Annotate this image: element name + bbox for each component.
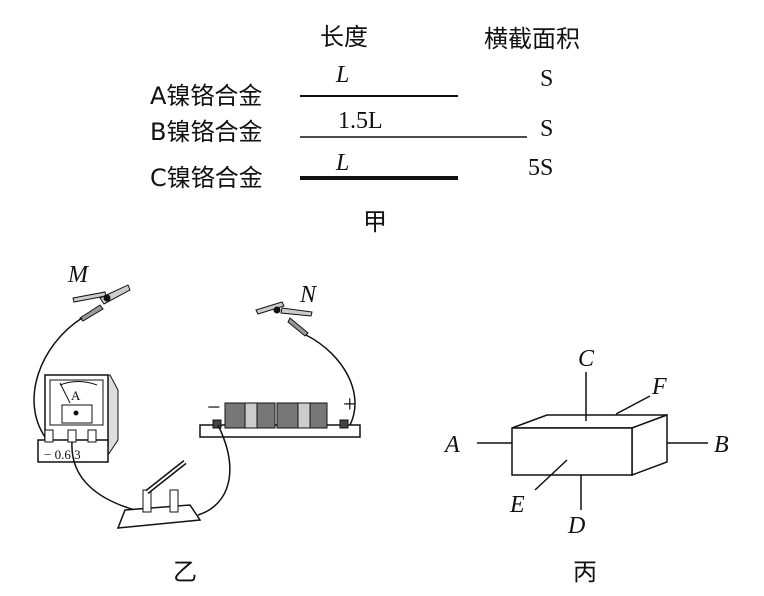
clip-m-label: M (67, 262, 90, 288)
wire-c-area: 5S (528, 155, 553, 181)
wire-a-area: S (540, 66, 553, 92)
figure-jia: 长度 横截面积 A镍铬合金 L S B镍铬合金 1.5L S C镍铬合金 L 5… (150, 23, 580, 236)
label-f: F (651, 374, 667, 400)
ammeter-terminals: − 0.6 3 (44, 447, 81, 462)
wire-b-area: S (540, 116, 553, 142)
label-c: C (578, 346, 595, 372)
header-length: 长度 (320, 23, 368, 51)
clip-m (72, 284, 131, 322)
switch (116, 460, 202, 529)
wire-b-length: 1.5L (338, 108, 383, 134)
wire-a-name: A镍铬合金 (150, 82, 262, 110)
label-e: E (509, 492, 525, 518)
battery-plus: + (343, 392, 357, 418)
figure-yi: M N A − 0.6 (33, 262, 361, 586)
label-b: B (714, 432, 729, 458)
header-area: 横截面积 (484, 25, 580, 53)
battery-holder: − + (199, 392, 361, 438)
clip-n (255, 301, 313, 337)
block-front-face (511, 427, 633, 476)
ammeter: A − 0.6 3 (37, 374, 119, 463)
caption-yi: 乙 (173, 558, 197, 586)
wire-b-name: B镍铬合金 (150, 118, 262, 146)
wire-c-length: L (335, 150, 349, 176)
label-d: D (567, 513, 585, 539)
label-a: A (443, 432, 460, 458)
caption-jia: 甲 (363, 208, 387, 236)
wire-a-length: L (335, 62, 349, 88)
ammeter-symbol: A (71, 388, 81, 403)
figure-bing: A B C D E F 丙 (443, 346, 729, 586)
caption-bing: 丙 (573, 558, 597, 586)
wire-c-name: C镍铬合金 (150, 164, 263, 192)
clip-n-label: N (299, 282, 318, 308)
battery-minus: − (207, 395, 221, 421)
